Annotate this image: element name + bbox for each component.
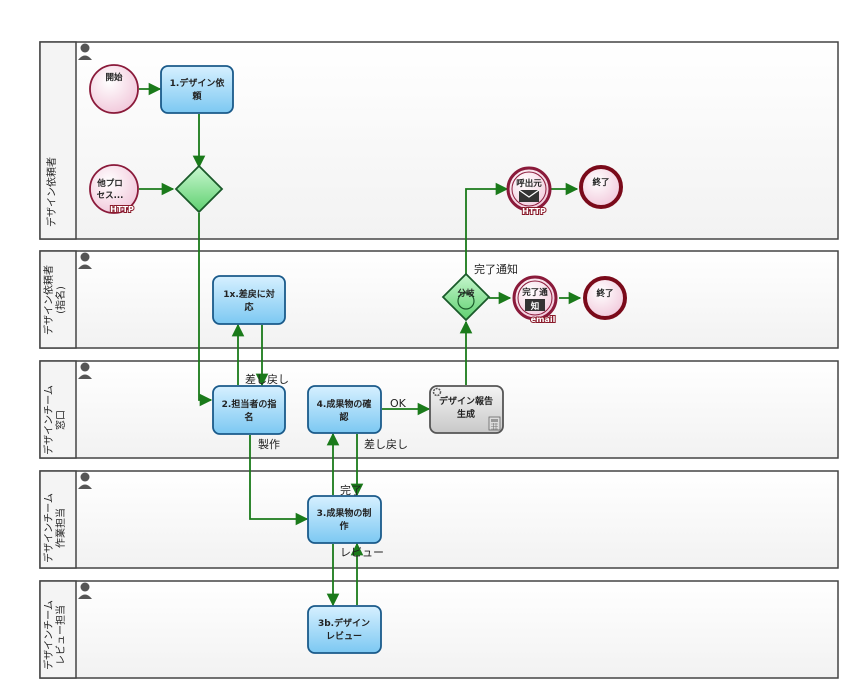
lane-4: デザインチーム 作業担当 (39, 470, 839, 569)
http-badge: HTTP (110, 205, 134, 214)
end-event-2[interactable]: 終了 (583, 276, 627, 320)
task-label-line2: 名 (244, 411, 253, 423)
task-label-line1: 1x.差戻に対 (223, 288, 275, 300)
edge-label-done: 完了 (340, 483, 362, 497)
gateway-label: 分岐 (457, 288, 475, 299)
gateway-split[interactable]: 分岐 (441, 272, 491, 322)
start-event[interactable]: 開始 (89, 64, 139, 114)
task-label-line2: 応 (244, 301, 253, 313)
event-label-line2: セス... (97, 191, 124, 201)
event-label-line1: 完了通 (522, 287, 548, 298)
http-badge: HTTP (522, 207, 546, 216)
lane-label: デザインチーム (42, 600, 55, 670)
task-label-line1: デザイン報告 (439, 395, 493, 407)
person-icon (78, 472, 92, 489)
task-label-line1: 3b.デザイン (318, 617, 370, 629)
email-badge: email (531, 315, 556, 324)
task-label-line2: 認 (339, 411, 348, 423)
event-label-line2: 知 (531, 301, 540, 312)
task-label-line2: レビュー (326, 630, 362, 642)
edge-label-done-notify: 完了通知 (474, 262, 518, 276)
task-design-request[interactable]: 1.デザイン依 頼 (160, 65, 234, 114)
notify-email-event[interactable]: 完了通 知 email (512, 275, 558, 325)
task-create-deliverable[interactable]: 3.成果物の制 作 (307, 495, 382, 544)
task-label-line1: 3.成果物の制 (317, 507, 372, 519)
task-design-report[interactable]: デザイン報告 生成 (429, 385, 504, 434)
task-label-line1: 2.担当者の指 (222, 398, 277, 410)
gateway-merge[interactable] (174, 164, 224, 214)
call-source-event[interactable]: 呼出元 HTTP (506, 166, 552, 217)
event-label: 呼出元 (516, 178, 542, 189)
person-icon (78, 362, 92, 379)
task-label-line1: 4.成果物の確 (317, 398, 372, 410)
lane-label: デザイン依頼者 (45, 157, 58, 227)
task-label-line1: 1.デザイン依 (170, 77, 226, 89)
end-label: 終了 (596, 288, 613, 299)
edge-label-review: レビュー (340, 546, 384, 559)
end-label: 終了 (592, 177, 609, 188)
lane-label-sub: 窓口 (54, 410, 67, 430)
task-label-line2: 頼 (191, 90, 202, 102)
person-icon (78, 582, 92, 599)
person-icon (78, 43, 92, 60)
lane-5: デザインチーム レビュー担当 (39, 580, 839, 679)
edges (139, 82, 582, 607)
lane-label-sub: (指名) (54, 286, 67, 314)
edge-label-sendback2: 差し戻し (364, 437, 408, 451)
lane-1: デザイン依頼者 (39, 41, 839, 240)
start-event-label: 開始 (105, 72, 123, 83)
edge-label-ok: OK (390, 397, 407, 410)
edge-split-call (465, 182, 509, 275)
gear-icon (432, 387, 442, 397)
other-process-event[interactable]: 他プロ セス... HTTP (89, 164, 139, 215)
envelope-icon (518, 189, 540, 202)
task-label-line2: 作 (339, 520, 348, 532)
event-label-line1: 他プロ (96, 178, 123, 189)
edge-label-sendback1: 差し戻し (245, 372, 289, 386)
edge-label-make: 製作 (258, 437, 280, 451)
edge-task2-task3 (249, 435, 309, 526)
lane-label: デザイン依頼者 (42, 265, 55, 335)
task-design-review[interactable]: 3b.デザイン レビュー (307, 605, 382, 654)
task-label-line2: 生成 (457, 408, 475, 420)
task-assign-person[interactable]: 2.担当者の指 名 (212, 385, 286, 435)
lane-2: デザイン依頼者 (指名) (39, 250, 839, 349)
end-event-1[interactable]: 終了 (579, 165, 623, 209)
person-icon (78, 252, 92, 269)
task-sendback-response[interactable]: 1x.差戻に対 応 (212, 275, 286, 325)
lane-label-sub: 作業担当 (54, 508, 67, 548)
calculator-icon (488, 416, 501, 431)
lane-label: デザインチーム (42, 385, 55, 455)
lane-label-sub: レビュー担当 (54, 605, 67, 665)
task-check-deliverable[interactable]: 4.成果物の確 認 (307, 385, 382, 434)
lane-label: デザインチーム (42, 493, 55, 563)
envelope-icon (525, 299, 545, 311)
edge-gateway-task2 (198, 213, 213, 407)
